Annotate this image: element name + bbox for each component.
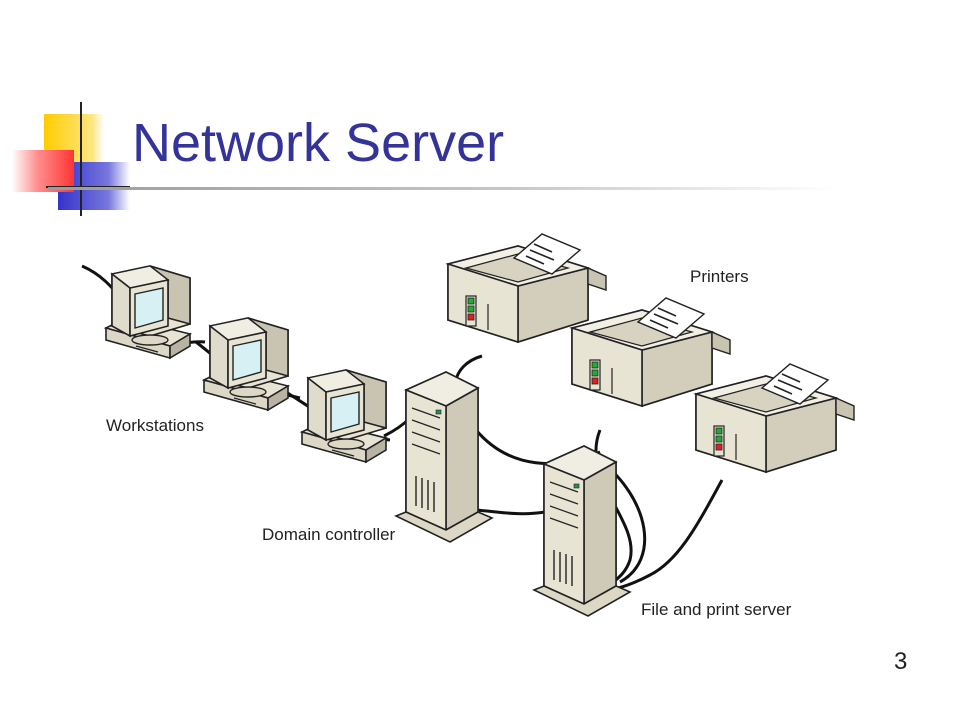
label-printers: Printers: [690, 267, 749, 286]
deco-vertical-line: [80, 102, 82, 216]
cable-fps-printer3: [609, 479, 724, 592]
printer-2: [571, 297, 731, 407]
label-file-print-server: File and print server: [641, 600, 792, 619]
workstation-3: [301, 369, 387, 463]
workstation-1: [105, 265, 191, 359]
workstation-2: [203, 317, 289, 411]
label-workstations: Workstations: [106, 416, 204, 435]
file-print-server: [533, 445, 631, 617]
label-domain-controller: Domain controller: [262, 525, 396, 544]
page-number: 3: [894, 648, 908, 675]
deco-red-square: [12, 150, 74, 192]
title-decoration: [10, 100, 140, 220]
cable-dc-fps: [475, 508, 546, 516]
title-underline: [48, 187, 838, 190]
domain-controller-server: [395, 371, 493, 543]
slide-title: Network Server: [132, 113, 505, 173]
printer-3: [695, 363, 855, 473]
